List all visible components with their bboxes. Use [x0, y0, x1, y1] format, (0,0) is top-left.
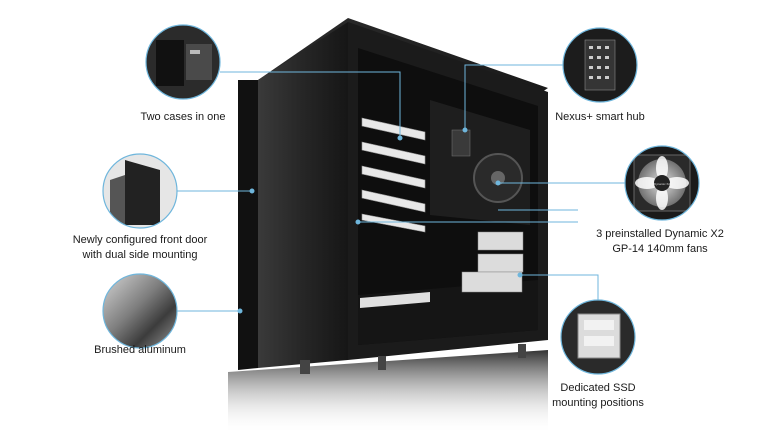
caption-fans-line1: 3 preinstalled Dynamic X2 [596, 228, 724, 240]
caption-ssd-line2: mounting positions [552, 397, 644, 409]
caption-fans: 3 preinstalled Dynamic X2 GP-14 140mm fa… [580, 227, 740, 257]
caption-two-cases: Two cases in one [123, 110, 243, 125]
caption-nexus-line1: Nexus+ smart hub [555, 111, 645, 123]
caption-front-door-line2: with dual side mounting [82, 249, 198, 261]
caption-ssd-line1: Dedicated SSD [560, 382, 636, 394]
caption-brushed: Brushed aluminum [80, 343, 200, 358]
caption-front-door-line1: Newly configured front door [72, 234, 208, 246]
thumbnail-front-door [102, 153, 178, 229]
caption-front-door: Newly configured front door with dual si… [60, 233, 220, 263]
caption-brushed-line1: Brushed aluminum [94, 344, 186, 356]
thumbnail-ssd [560, 299, 636, 375]
leader-lines [176, 64, 625, 314]
caption-nexus: Nexus+ smart hub [540, 110, 660, 125]
caption-ssd: Dedicated SSD mounting positions [538, 381, 658, 411]
fan-label: Dynamic X2 [654, 182, 671, 186]
thumbnail-fan: Dynamic X2 [624, 145, 700, 221]
caption-fans-line2: GP-14 140mm fans [612, 243, 708, 255]
thumbnail-brushed-aluminum [102, 273, 178, 349]
thumbnail-nexus-hub [562, 27, 638, 103]
thumbnail-two-cases [145, 24, 221, 100]
pc-case [238, 18, 548, 374]
caption-two-cases-line1: Two cases in one [140, 111, 226, 123]
